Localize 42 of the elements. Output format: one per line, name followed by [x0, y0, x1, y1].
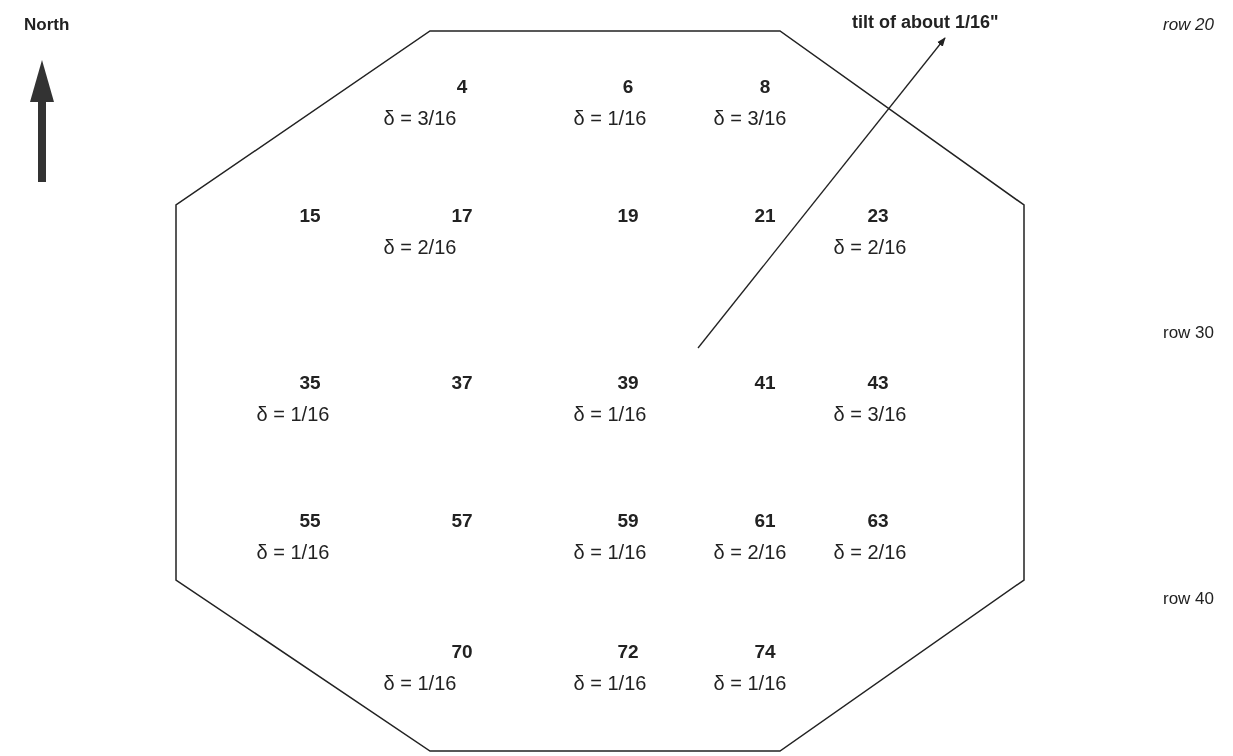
cell-number: 15 — [299, 204, 321, 228]
cell-number: 4 — [456, 75, 468, 99]
cell-number: 6 — [622, 75, 634, 99]
deflection-value: δ = 3/16 — [833, 402, 907, 427]
cell-number: 61 — [754, 509, 776, 533]
deflection-value: δ = 1/16 — [573, 540, 647, 565]
row-label: row 40 — [1163, 588, 1215, 610]
deflection-value: δ = 1/16 — [573, 671, 647, 696]
deflection-value: δ = 1/16 — [713, 671, 787, 696]
arrow — [697, 37, 946, 349]
cell-number: 35 — [299, 371, 321, 395]
deflection-value: δ = 2/16 — [713, 540, 787, 565]
cell-number: 59 — [617, 509, 639, 533]
deflection-value: δ = 1/16 — [383, 671, 457, 696]
cell-number: 41 — [754, 371, 776, 395]
tilt-note: tilt of about 1/16" — [852, 10, 999, 34]
deflection-value: δ = 2/16 — [383, 235, 457, 260]
row-label: row 20 — [1163, 14, 1215, 36]
cell-number: 21 — [754, 204, 776, 228]
row-label: row 30 — [1163, 322, 1215, 344]
deflection-value: δ = 2/16 — [833, 235, 907, 260]
cell-number: 55 — [299, 509, 321, 533]
cell-number: 74 — [754, 640, 776, 664]
deflection-value: δ = 2/16 — [833, 540, 907, 565]
cell-number: 57 — [451, 509, 473, 533]
deflection-value: δ = 3/16 — [713, 106, 787, 131]
cell-number: 63 — [867, 509, 889, 533]
cell-number: 17 — [451, 204, 473, 228]
cell-number: 72 — [617, 640, 639, 664]
deflection-value: δ = 1/16 — [573, 402, 647, 427]
cell-number: 19 — [617, 204, 639, 228]
deflection-value: δ = 1/16 — [256, 540, 330, 565]
compass-label: North — [24, 14, 70, 36]
deflection-value: δ = 3/16 — [383, 106, 457, 131]
cell-number: 37 — [451, 371, 473, 395]
cell-number: 8 — [759, 75, 771, 99]
cell-number: 39 — [617, 371, 639, 395]
cell-number: 43 — [867, 371, 889, 395]
deflection-value: δ = 1/16 — [256, 402, 330, 427]
cell-number: 70 — [451, 640, 473, 664]
deflection-value: δ = 1/16 — [573, 106, 647, 131]
cell-number: 23 — [867, 204, 889, 228]
